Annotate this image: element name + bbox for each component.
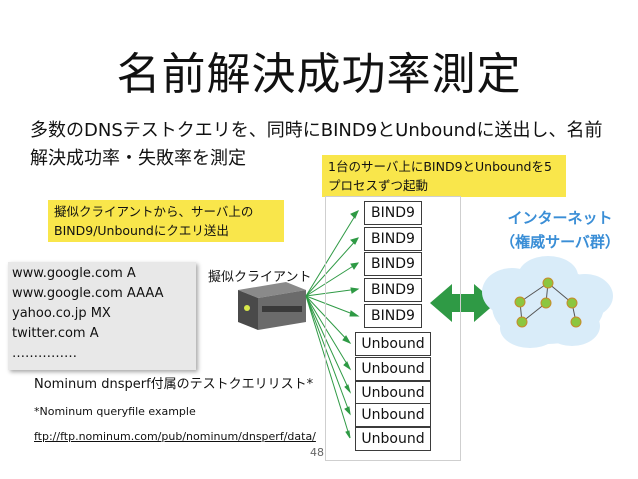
internet-label: インターネット （権威サーバ群） xyxy=(493,206,627,254)
query-arrows xyxy=(305,210,360,439)
server-bind9: BIND9 xyxy=(364,252,422,276)
query-list-item: …………… xyxy=(12,346,77,361)
page-number: 48 xyxy=(310,446,324,459)
server-frame xyxy=(325,196,461,461)
server-unbound: Unbound xyxy=(355,403,431,427)
note-server-processes: 1台のサーバ上にBIND9とUnboundを5プロセスずつ起動 xyxy=(322,155,566,197)
query-list: www.google.com A www.google.com AAAA yah… xyxy=(8,262,196,370)
query-list-item: twitter.com A xyxy=(12,326,99,341)
server-bind9: BIND9 xyxy=(364,227,422,251)
internet-cloud-icon xyxy=(482,256,613,348)
server-unbound: Unbound xyxy=(355,381,431,405)
internet-label-line: インターネット xyxy=(507,209,613,227)
server-unbound: Unbound xyxy=(355,357,431,381)
server-bind9: BIND9 xyxy=(364,304,422,328)
query-list-item: www.google.com A xyxy=(12,266,136,281)
server-unbound: Unbound xyxy=(355,332,431,356)
internet-label-line: （権威サーバ群） xyxy=(500,233,620,251)
double-arrow-icon xyxy=(430,284,496,322)
server-unbound: Unbound xyxy=(355,427,431,451)
query-list-item: www.google.com AAAA xyxy=(12,286,164,301)
server-bind9: BIND9 xyxy=(364,201,422,225)
query-list-caption: Nominum dnsperf付属のテストクエリリスト* xyxy=(34,377,314,392)
slide-title: 名前解決成功率測定 xyxy=(116,49,522,100)
server-machine-icon xyxy=(238,282,306,330)
note-client-query: 擬似クライアントから、サーバ上のBIND9/Unboundにクエリ送出 xyxy=(48,200,284,242)
server-bind9: BIND9 xyxy=(364,278,422,302)
footnote: *Nominum queryfile example xyxy=(34,405,196,418)
client-label: 擬似クライアント xyxy=(208,270,312,285)
footnote-url-link[interactable]: ftp://ftp.nominum.com/pub/nominum/dnsper… xyxy=(34,430,316,443)
slide-subtitle: 多数のDNSテストクエリを、同時にBIND9とUnboundに送出し、名前解決成… xyxy=(30,120,603,169)
query-list-item: yahoo.co.jp MX xyxy=(12,306,111,321)
